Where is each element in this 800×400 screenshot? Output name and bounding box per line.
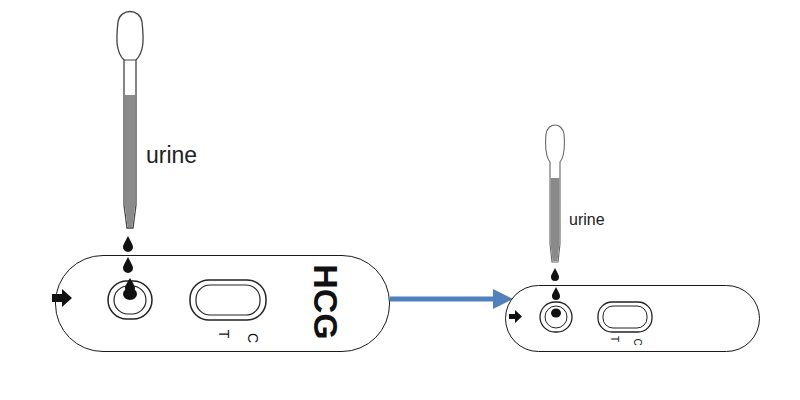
result-window (190, 280, 266, 320)
urine-drop (551, 268, 559, 281)
dropper (545, 125, 564, 262)
line-marker: T (609, 336, 619, 342)
test-cassette: CT (505, 285, 760, 352)
sample-label: urine (146, 144, 197, 167)
sample-label: urine (569, 212, 605, 228)
sample-well (108, 278, 152, 319)
product-name: HCG (309, 264, 343, 340)
direction-arrow (509, 310, 522, 323)
sample-well (540, 287, 572, 332)
transfer-arrow (390, 297, 504, 302)
dropper (117, 12, 143, 229)
test-cassette: C T HCG (55, 255, 390, 352)
line-marker: T (217, 330, 231, 339)
result-window (598, 302, 652, 332)
line-marker: C (246, 333, 260, 343)
line-marker: C (632, 338, 642, 345)
